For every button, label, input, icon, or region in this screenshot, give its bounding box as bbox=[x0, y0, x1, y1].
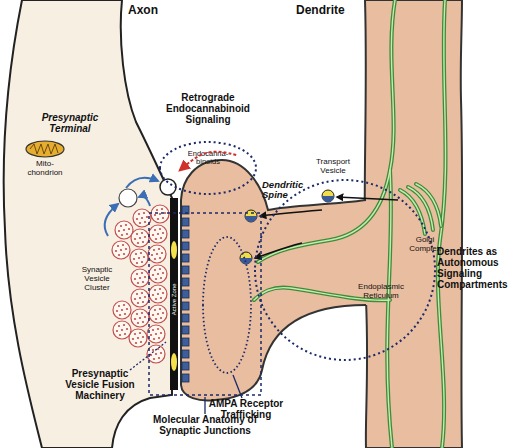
node-shape bbox=[4, 0, 172, 448]
axon-terminal: AxonPresynaptic Terminal bbox=[0, 0, 180, 448]
zone-heading: Retrograde Endocannabinoid Signaling bbox=[158, 92, 258, 125]
region-label: Dendritic Spine bbox=[262, 180, 308, 201]
region-title: Axon bbox=[128, 4, 178, 17]
vesicle-cargo bbox=[322, 196, 334, 202]
node-shape bbox=[181, 160, 372, 400]
dendrite-shaft: Dendrite bbox=[360, 0, 466, 448]
node-shape bbox=[203, 237, 251, 373]
node-shape bbox=[365, 0, 463, 448]
node-shape bbox=[255, 180, 435, 360]
node-shape bbox=[181, 160, 366, 400]
part-label: Transport Vesicle bbox=[310, 158, 356, 176]
node-outline bbox=[158, 140, 258, 196]
node-outline bbox=[201, 235, 253, 375]
molecule-label: Endocanna- binoids bbox=[186, 150, 230, 167]
zone-heading: Dendrites as Autonomous Signaling Compar… bbox=[437, 246, 527, 290]
region-title: Dendrite bbox=[296, 4, 358, 17]
node-outline bbox=[253, 178, 437, 362]
compartment-circle: Dendrites as Autonomous Signaling Compar… bbox=[253, 178, 437, 362]
node-outline bbox=[360, 0, 466, 448]
region-label: Presynaptic Terminal bbox=[30, 112, 110, 134]
signaling-zone: Retrograde Endocannabinoid SignalingEndo… bbox=[158, 140, 258, 196]
node-outline bbox=[0, 0, 180, 448]
transport-vesicle bbox=[322, 190, 334, 202]
node-shape bbox=[149, 213, 261, 395]
node-shape bbox=[160, 142, 256, 194]
zone-heading: AMPA Receptor Trafficking bbox=[200, 398, 292, 420]
dendritic-spine: Dendritic Spine bbox=[178, 155, 372, 405]
trafficking-zone: AMPA Receptor Trafficking bbox=[201, 235, 253, 375]
junction-box: Molecular Anatomy of Synaptic JunctionsA… bbox=[148, 212, 262, 396]
node-outline bbox=[148, 212, 262, 396]
